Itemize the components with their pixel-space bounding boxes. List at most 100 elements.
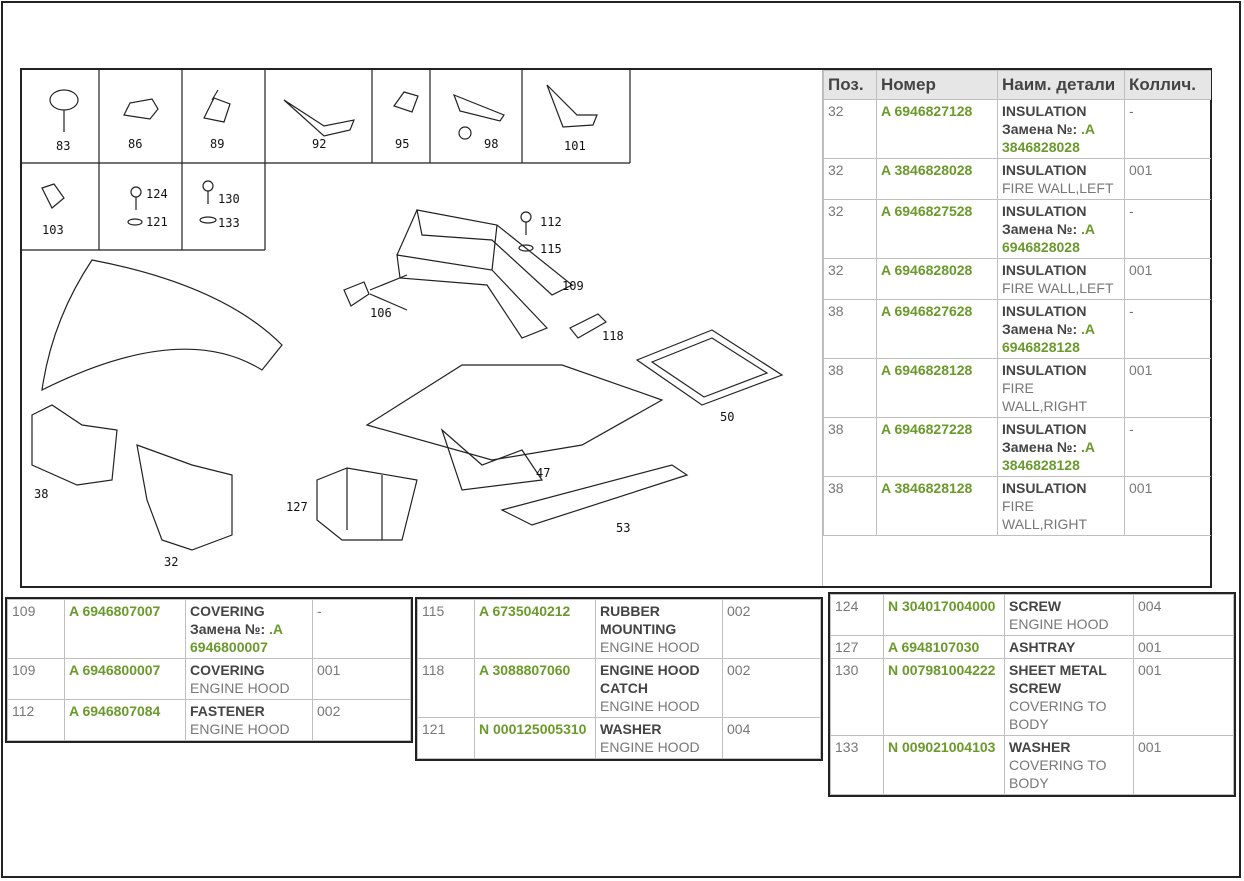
part-number-link[interactable]: A 3846828128 (876, 476, 998, 536)
part-name: ASHTRAY (1009, 639, 1076, 655)
part-number-link[interactable]: A 6946807007 (64, 599, 186, 659)
part-number-link[interactable]: A 6946828028 (876, 258, 998, 300)
part-number-link[interactable]: N 009021004103 (883, 735, 1005, 795)
replacement-label: Замена №: (1002, 121, 1081, 137)
replacement-line: Замена №: .A 6946800007 (190, 620, 308, 656)
callout-50: 50 (720, 410, 734, 424)
callout-95: 95 (395, 137, 409, 151)
part-name: INSULATION (1002, 480, 1087, 496)
part-number-link[interactable]: A 6946827528 (876, 199, 998, 259)
callout-32: 32 (164, 555, 178, 569)
part-description: FIRE WALL,LEFT (1002, 280, 1114, 296)
replacement-line: Замена №: .A 6946828128 (1002, 320, 1120, 356)
callout-86: 86 (128, 137, 142, 151)
part-number-link[interactable]: A 6946807084 (64, 699, 186, 741)
callout-47: 47 (536, 466, 550, 480)
cell-qty: 001 (1133, 735, 1234, 795)
part-number-link[interactable]: A 6735040212 (474, 599, 596, 659)
cell-qty: 001 (1133, 658, 1234, 736)
header-pos: Поз. (823, 70, 877, 100)
part-number-link[interactable]: N 000125005310 (474, 717, 596, 759)
callout-121: 121 (146, 215, 168, 229)
replacement-part-link[interactable]: .A 6946800007 (190, 621, 283, 655)
part-description: ENGINE HOOD (1009, 616, 1109, 632)
replacement-label: Замена №: (190, 621, 269, 637)
part-number-link[interactable]: A 6946827228 (876, 417, 998, 477)
callout-109: 109 (562, 279, 584, 293)
cell-qty: - (312, 599, 411, 659)
part-name: COVERING (190, 603, 265, 619)
table-header-row: Поз. Номер Наим. детали Коллич. (823, 70, 1211, 100)
cell-qty: 004 (1133, 594, 1234, 636)
part-number-link[interactable]: A 3846828028 (876, 158, 998, 200)
part-description: ENGINE HOOD (600, 698, 700, 714)
part-number-link[interactable]: A 3088807060 (474, 658, 596, 718)
callout-53: 53 (616, 521, 630, 535)
part-number-link[interactable]: A 6946827628 (876, 299, 998, 359)
cell-qty: 002 (722, 658, 821, 718)
part-description: COVERING TO BODY (1009, 757, 1107, 791)
cell-name: INSULATION Замена №: .A 3846828028 (997, 99, 1125, 159)
cell-name: ENGINE HOOD CATCH ENGINE HOOD (595, 658, 723, 718)
cell-pos: 121 (417, 717, 475, 759)
callout-106: 106 (370, 306, 392, 320)
part-name: INSULATION (1002, 103, 1087, 119)
cell-pos: 130 (830, 658, 884, 736)
cell-pos: 115 (417, 599, 475, 659)
cell-pos: 127 (830, 635, 884, 659)
callout-103: 103 (42, 223, 64, 237)
part-number-link[interactable]: A 6946800007 (64, 658, 186, 700)
part-name: RUBBER MOUNTING (600, 603, 677, 637)
callout-98: 98 (484, 137, 498, 151)
part-name: INSULATION (1002, 162, 1087, 178)
cell-qty: - (1124, 99, 1211, 159)
part-number-link[interactable]: A 6946828128 (876, 358, 998, 418)
catalog-panel: 83 86 89 92 95 98 101 103 124 121 130 13… (20, 68, 1212, 588)
exploded-view-drawing: 83 86 89 92 95 98 101 103 124 121 130 13… (22, 70, 784, 569)
cell-pos: 32 (823, 158, 877, 200)
callout-101: 101 (564, 139, 586, 153)
callout-112: 112 (540, 215, 562, 229)
cell-pos: 112 (7, 699, 65, 741)
part-name: INSULATION (1002, 362, 1087, 378)
part-name: ENGINE HOOD CATCH (600, 662, 700, 696)
cell-qty: 001 (312, 658, 411, 700)
cell-pos: 32 (823, 99, 877, 159)
replacement-part-link[interactable]: .A 3846828128 (1002, 439, 1095, 473)
replacement-part-link[interactable]: .A 6946828128 (1002, 321, 1095, 355)
callout-118: 118 (602, 329, 624, 343)
cell-qty: 001 (1133, 635, 1234, 659)
part-number-link[interactable]: A 6946827128 (876, 99, 998, 159)
cell-qty: 004 (722, 717, 821, 759)
replacement-part-link[interactable]: .A 3846828028 (1002, 121, 1095, 155)
part-number-link[interactable]: A 6948107030 (883, 635, 1005, 659)
part-number-link[interactable]: N 007981004222 (883, 658, 1005, 736)
callout-115: 115 (540, 242, 562, 256)
cell-pos: 109 (7, 658, 65, 700)
cell-qty: - (1124, 299, 1211, 359)
part-number-link[interactable]: N 304017004000 (883, 594, 1005, 636)
replacement-part-link[interactable]: .A 6946828028 (1002, 221, 1095, 255)
part-description: ENGINE HOOD (190, 721, 290, 737)
